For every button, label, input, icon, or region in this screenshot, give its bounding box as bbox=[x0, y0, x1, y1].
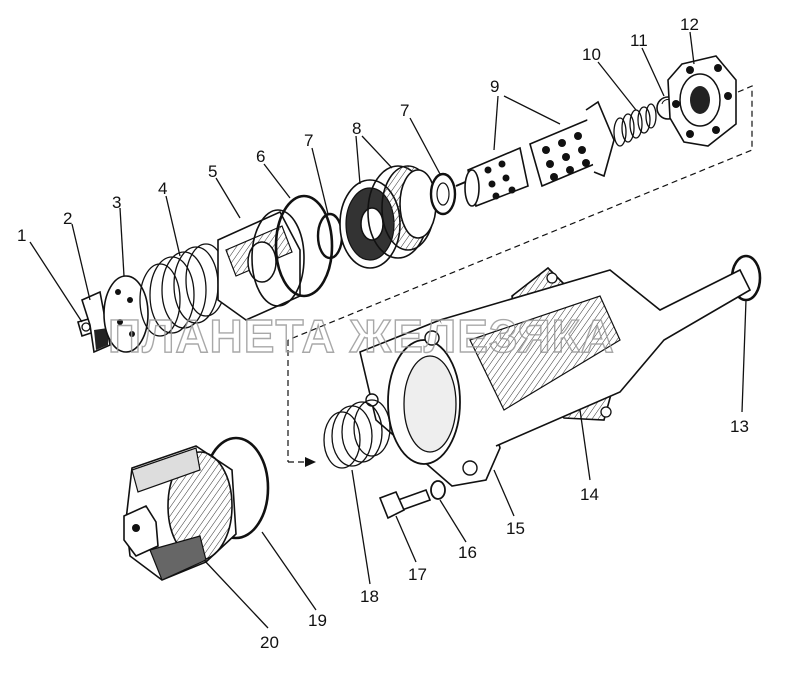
part-6-o-ring bbox=[274, 194, 334, 298]
part-12-flange-nut bbox=[667, 55, 737, 147]
callout-3: 3 bbox=[112, 193, 121, 212]
callout-7-left: 7 bbox=[304, 131, 313, 150]
callout-6: 6 bbox=[256, 147, 265, 166]
callout-4: 4 bbox=[158, 179, 167, 198]
callout-19: 19 bbox=[308, 611, 327, 630]
part-15-main-housing bbox=[359, 268, 752, 487]
callout-1: 1 bbox=[17, 226, 26, 245]
part-7-ring-right bbox=[429, 172, 457, 216]
part-9-filter-cage bbox=[455, 100, 615, 208]
part-8-seal-pack bbox=[339, 165, 437, 269]
watermark-text: ПЛАНЕТА ЖЕЛЕЗЯКА bbox=[108, 310, 615, 362]
part-17-bolt bbox=[378, 488, 432, 520]
callout-17: 17 bbox=[408, 565, 427, 584]
callout-8: 8 bbox=[352, 119, 361, 138]
callout-10: 10 bbox=[582, 45, 601, 64]
callout-14: 14 bbox=[580, 485, 599, 504]
callout-labels: 1 2 3 4 5 6 7 7 8 9 10 11 12 13 14 15 16… bbox=[17, 15, 749, 652]
callout-16: 16 bbox=[458, 543, 477, 562]
callout-12: 12 bbox=[680, 15, 699, 34]
callout-15: 15 bbox=[506, 519, 525, 538]
callout-2: 2 bbox=[63, 209, 72, 228]
callout-9: 9 bbox=[490, 77, 499, 96]
callout-13: 13 bbox=[730, 417, 749, 436]
leader-lines bbox=[29, 31, 747, 629]
part-3-washer-plate bbox=[103, 275, 149, 353]
part-10-spring bbox=[613, 103, 657, 147]
part-18-spring bbox=[323, 399, 391, 469]
part-20-end-cap bbox=[123, 445, 237, 581]
callout-18: 18 bbox=[360, 587, 379, 606]
part-7-ring-left bbox=[316, 212, 344, 260]
part-5-fork-housing bbox=[217, 209, 305, 321]
part-2-lock-plate bbox=[81, 290, 111, 354]
callout-5: 5 bbox=[208, 162, 217, 181]
callout-11: 11 bbox=[630, 31, 648, 50]
assembly-axis-dashed bbox=[287, 85, 753, 467]
callout-7-right: 7 bbox=[400, 101, 409, 120]
callout-20: 20 bbox=[260, 633, 279, 652]
part-16-washer bbox=[430, 480, 446, 500]
